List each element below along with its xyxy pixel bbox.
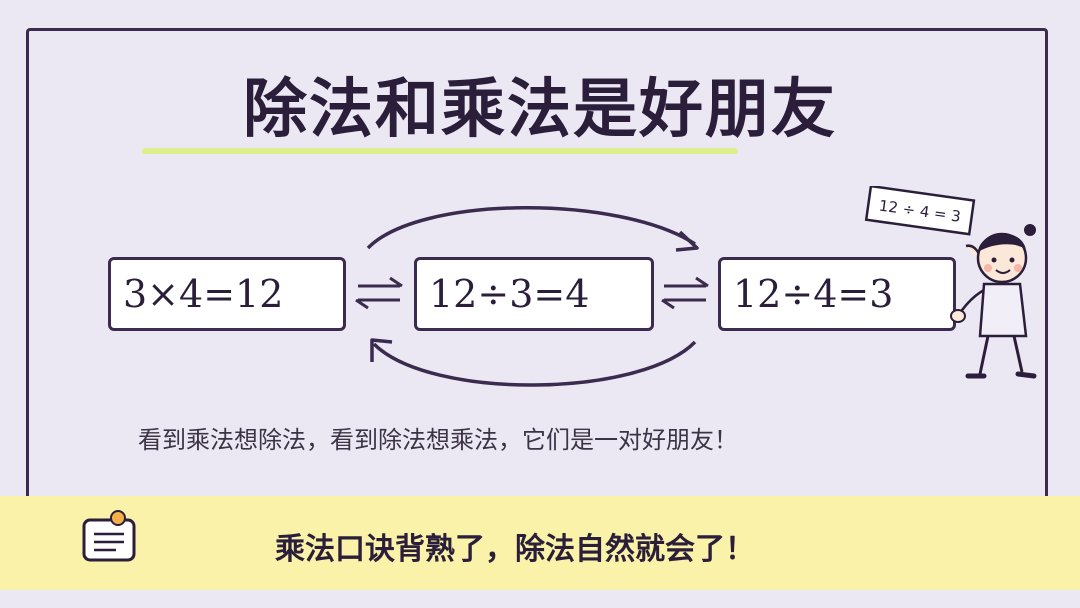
equation-box-division-1: 12÷3=4	[414, 257, 654, 331]
title-highlight	[142, 148, 738, 154]
tip-banner	[0, 496, 1080, 590]
equation-text: 12÷4=3	[733, 272, 894, 316]
equation-box-division-2: 12÷4=3	[718, 257, 956, 331]
swap-arrows-icon	[355, 276, 403, 310]
notebook-icon	[82, 510, 136, 562]
child-illustration: 12 ÷ 4 = 3	[864, 186, 1037, 379]
swap-arrows-icon	[661, 276, 709, 310]
top-arc-arrow	[366, 206, 696, 250]
equation-box-multiplication: 3×4=12	[108, 257, 346, 331]
explanation-text: 看到乘法想除法，看到除法想乘法，它们是一对好朋友！	[138, 426, 738, 454]
equation-text: 12÷3=4	[429, 272, 590, 316]
page-title: 除法和乘法是好朋友	[243, 73, 837, 147]
equation-text: 3×4=12	[123, 272, 284, 316]
equation-card: 12 ÷ 4 = 3	[864, 186, 976, 236]
tip-text: 乘法口诀背熟了，除法自然就会了！	[275, 532, 755, 567]
bottom-arc-arrow	[372, 340, 697, 387]
